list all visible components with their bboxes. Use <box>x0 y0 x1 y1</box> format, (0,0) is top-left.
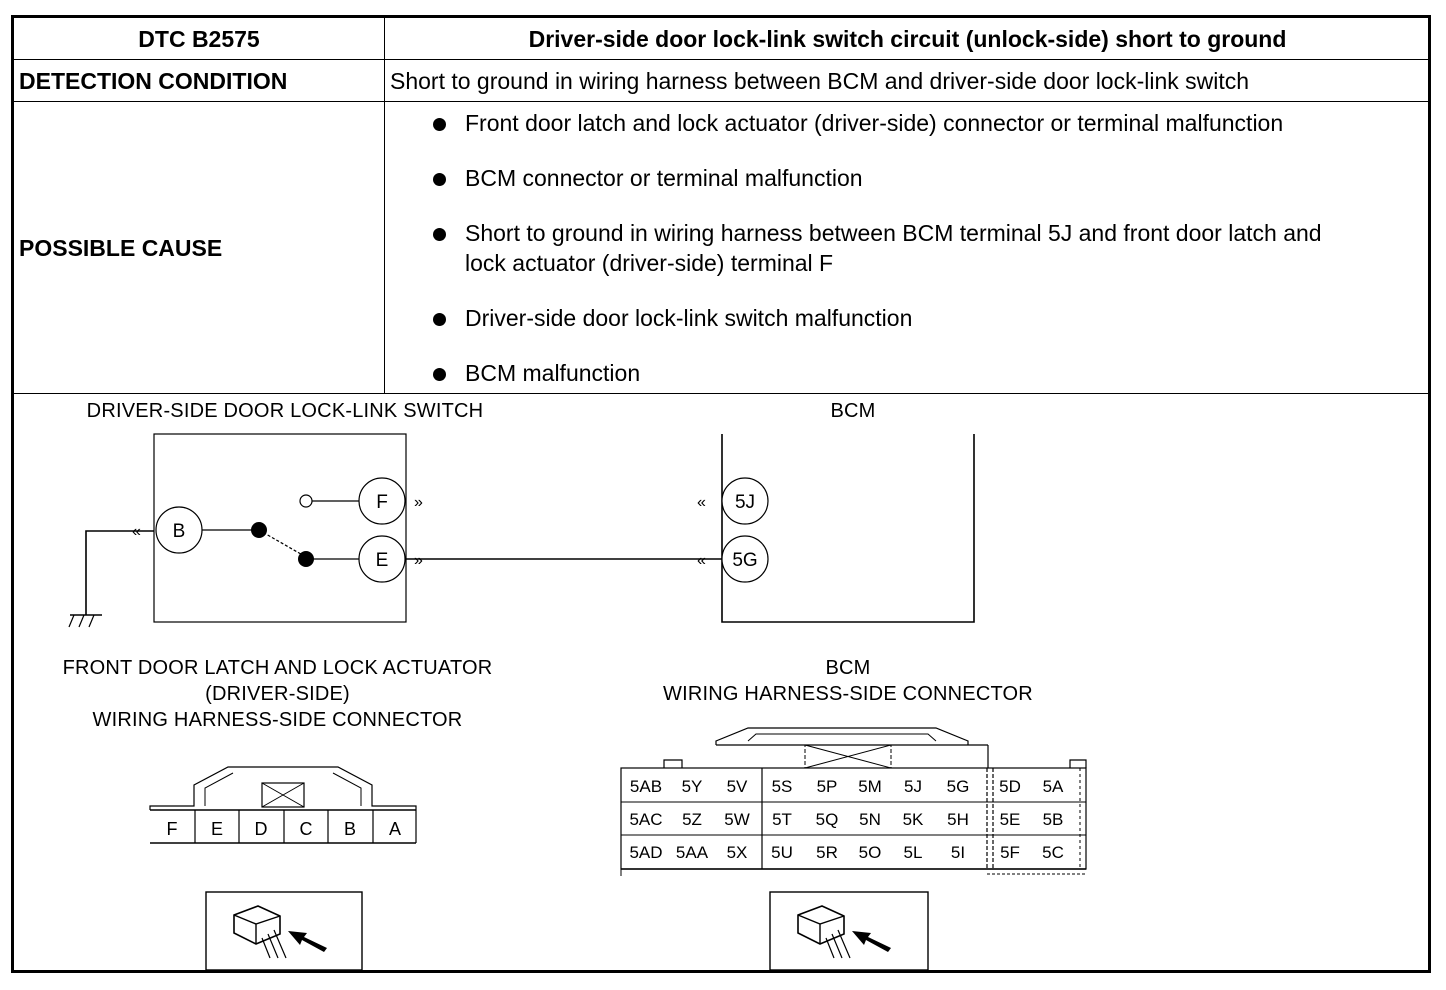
ground-wire <box>85 530 154 615</box>
bullet-icon <box>433 173 446 186</box>
bcm-pin-label: 5V <box>727 777 748 796</box>
terminal-5g-label: 5G <box>732 550 757 571</box>
cause-item: BCM malfunction <box>465 360 641 386</box>
bcm-pin-label: 5Z <box>682 810 702 829</box>
bcm-pin-label: 5I <box>951 843 965 862</box>
cause-item: Front door latch and lock actuator (driv… <box>465 110 1284 136</box>
bcm-box <box>721 434 975 623</box>
row-divider <box>14 393 1428 394</box>
bcm-pin-label: 5Q <box>816 810 839 829</box>
bcm-pin-label: 5W <box>724 810 750 829</box>
ground-icon <box>88 614 95 628</box>
bcm-pin-label: 5O <box>859 843 882 862</box>
bcm-pin-label: 5E <box>1000 810 1021 829</box>
front-connector-title-line2: (DRIVER-SIDE) <box>205 683 350 705</box>
bullet-icon <box>433 228 446 241</box>
ground-icon <box>78 614 85 628</box>
connector-mark-icon: « <box>697 552 706 569</box>
cause-item: Driver-side door lock-link switch malfun… <box>465 305 913 331</box>
dtc-code: DTC B2575 <box>138 26 260 52</box>
bcm-connector-face <box>620 727 1087 876</box>
bcm-pin-label: 5AA <box>676 843 709 862</box>
bcm-pin-label: 5F <box>1000 843 1020 862</box>
bcm-pin-label: 5Y <box>682 777 703 796</box>
terminal-b-label: B <box>173 521 186 542</box>
bcm-pin-label: 5S <box>772 777 793 796</box>
bcm-pin-grid: 5AB 5Y 5V 5S 5P 5M 5J 5G 5D 5A 5AC 5Z 5W 5T 5Q 5N 5K 5H 5E… <box>629 777 1064 862</box>
front-connector-title-line1: FRONT DOOR LATCH AND LOCK ACTUATOR <box>62 657 493 679</box>
front-connector-title-line3: WIRING HARNESS-SIDE CONNECTOR <box>92 709 463 731</box>
terminal-5j-label: 5J <box>735 492 755 513</box>
switch-contact-open <box>299 494 313 508</box>
bcm-pin-label: 5M <box>858 777 882 796</box>
bullet-icon <box>433 118 446 131</box>
pin-label: E <box>211 819 223 839</box>
connector-mark-icon: » <box>414 494 423 511</box>
switch-diagram-title: DRIVER-SIDE DOOR LOCK-LINK SWITCH <box>86 400 484 422</box>
cause-item: Short to ground in wiring harness betwee… <box>465 220 1322 246</box>
row-divider <box>14 59 1428 60</box>
bcm-pin-label: 5G <box>947 777 970 796</box>
bcm-pin-label: 5P <box>817 777 838 796</box>
connector-mark-icon: » <box>414 552 423 569</box>
bcm-pin-label: 5N <box>859 810 881 829</box>
terminal-f <box>358 477 406 525</box>
bcm-pin-label: 5T <box>772 810 792 829</box>
bcm-pin-label: 5A <box>1043 777 1064 796</box>
dtc-table: DTC B2575 Driver-side door lock-link swi… <box>11 15 1431 973</box>
bcm-pin-label: 5D <box>999 777 1021 796</box>
bcm-pin-label: 5AB <box>630 777 662 796</box>
bcm-pin-label: 5R <box>816 843 838 862</box>
possible-cause-label: POSSIBLE CAUSE <box>19 235 223 261</box>
detection-label: DETECTION CONDITION <box>19 68 288 94</box>
terminal-5g <box>721 535 769 583</box>
switch-blade <box>258 529 307 558</box>
pin-label: B <box>344 819 356 839</box>
bcm-pin-label: 5B <box>1043 810 1064 829</box>
bcm-connector-title-line2: WIRING HARNESS-SIDE CONNECTOR <box>663 683 1033 705</box>
bcm-pin-label: 5J <box>904 777 922 796</box>
bcm-pin-label: 5U <box>771 843 793 862</box>
bcm-pin-label: 5H <box>947 810 969 829</box>
bullet-icon <box>433 368 446 381</box>
row-divider <box>14 101 1428 102</box>
connector-mark-icon: « <box>132 523 141 540</box>
pin-label: C <box>300 819 313 839</box>
bcm-pin-label: 5AD <box>629 843 662 862</box>
terminal-f-label: F <box>376 492 388 513</box>
bcm-diagram-title: BCM <box>830 400 876 422</box>
front-connector-face <box>149 766 417 844</box>
pin-label: A <box>389 819 401 839</box>
bcm-pin-label: 5X <box>727 843 748 862</box>
bcm-pin-label: 5AC <box>629 810 662 829</box>
bcm-connector-title-line1: BCM <box>825 657 871 679</box>
column-divider <box>384 18 385 393</box>
bullet-icon <box>433 313 446 326</box>
ground-icon <box>68 614 75 628</box>
switch-box <box>153 433 407 623</box>
terminal-5j <box>721 477 769 525</box>
bcm-pin-label: 5K <box>903 810 924 829</box>
bcm-pin-label: 5C <box>1042 843 1064 862</box>
connector-mark-icon: « <box>697 494 706 511</box>
pin-label: D <box>255 819 268 839</box>
terminal-e-label: E <box>376 550 389 571</box>
connector-view-icon <box>205 891 363 971</box>
connector-view-icon <box>769 891 929 971</box>
bcm-pin-label: 5L <box>904 843 923 862</box>
cause-item-continued: lock actuator (driver-side) terminal F <box>465 250 834 276</box>
cause-item: BCM connector or terminal malfunction <box>465 165 863 191</box>
pin-label: F <box>167 819 178 839</box>
dtc-title: Driver-side door lock-link switch circui… <box>528 26 1287 52</box>
detection-text: Short to ground in wiring harness betwee… <box>390 68 1250 94</box>
